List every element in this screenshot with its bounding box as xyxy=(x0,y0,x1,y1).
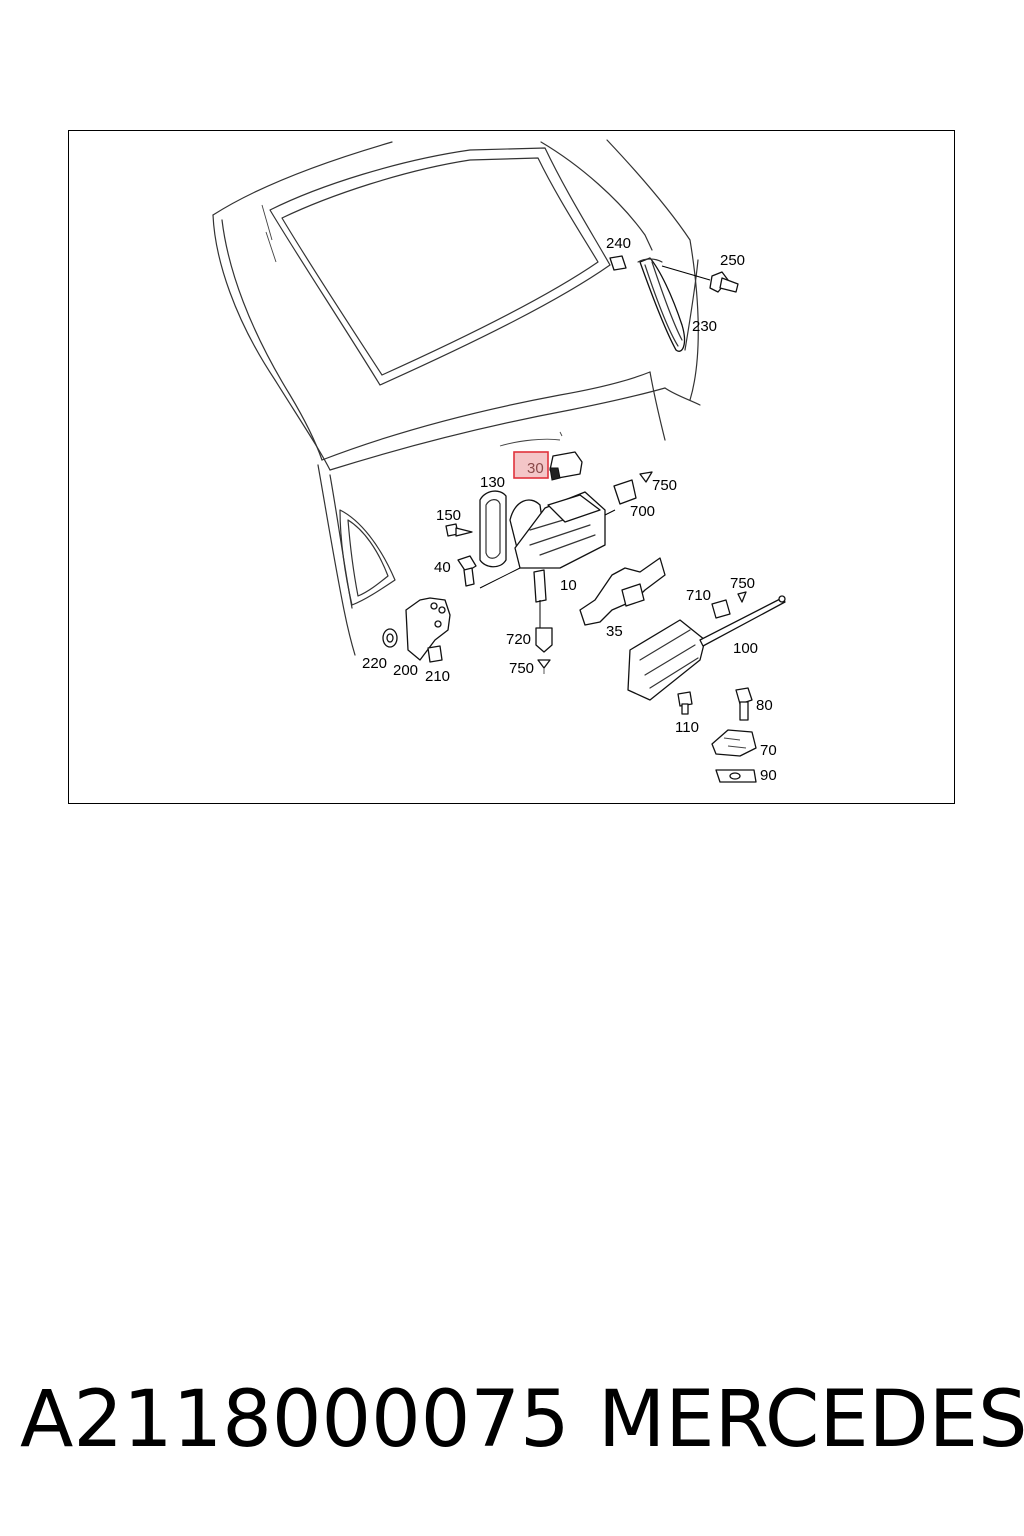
label-10: 10 xyxy=(560,577,577,594)
part-30-switch xyxy=(549,451,583,481)
part-number: A2118000075 xyxy=(20,1375,570,1465)
label-220: 220 xyxy=(362,655,387,672)
part-110-bolt xyxy=(677,691,693,715)
brand-name: MERCEDES xyxy=(598,1375,1024,1465)
highlight-box xyxy=(513,451,549,479)
label-90: 90 xyxy=(760,767,777,784)
label-100: 100 xyxy=(733,640,758,657)
part-150-screw xyxy=(445,523,473,537)
label-200: 200 xyxy=(393,662,418,679)
part-35-bracket xyxy=(579,557,666,626)
part-230-cable xyxy=(637,257,686,352)
part-80-bolt xyxy=(735,687,753,721)
part-40-bolt xyxy=(457,555,477,587)
label-110: 110 xyxy=(675,719,699,736)
part-220-washer xyxy=(382,628,398,648)
label-130: 130 xyxy=(480,474,505,491)
part-240-clip xyxy=(609,255,627,271)
label-35: 35 xyxy=(606,623,623,640)
label-150: 150 xyxy=(436,507,461,524)
part-700-clip xyxy=(613,471,653,505)
tailgate-outline xyxy=(212,139,701,656)
label-250: 250 xyxy=(720,252,745,269)
part-130-trim xyxy=(479,490,507,568)
part-200-bracket xyxy=(405,597,451,661)
label-210: 210 xyxy=(425,668,450,685)
part-90-plate xyxy=(715,769,757,783)
label-30[interactable]: 30 xyxy=(527,460,544,477)
label-240: 240 xyxy=(606,235,631,252)
label-720: 720 xyxy=(506,631,531,648)
part-100-actuator xyxy=(627,595,786,701)
caption: A2118000075 MERCEDES xyxy=(0,1370,1024,1470)
part-labels: 240 250 230 30 130 750 700 150 40 10 710… xyxy=(362,235,777,784)
label-700: 700 xyxy=(630,503,655,520)
part-250-bolt xyxy=(661,265,739,293)
part-10-lock xyxy=(479,491,616,589)
part-70-bracket xyxy=(711,729,757,757)
label-750-upper: 750 xyxy=(652,477,677,494)
label-710: 710 xyxy=(686,587,711,604)
label-70: 70 xyxy=(760,742,777,759)
label-80: 80 xyxy=(756,697,773,714)
label-750-lower: 750 xyxy=(509,660,534,677)
part-720-cylinder xyxy=(533,569,553,674)
part-710-clip xyxy=(711,591,747,619)
label-750-right: 750 xyxy=(730,575,755,592)
label-40: 40 xyxy=(434,559,451,576)
part-210-bushing xyxy=(427,645,443,663)
label-230: 230 xyxy=(692,318,717,335)
